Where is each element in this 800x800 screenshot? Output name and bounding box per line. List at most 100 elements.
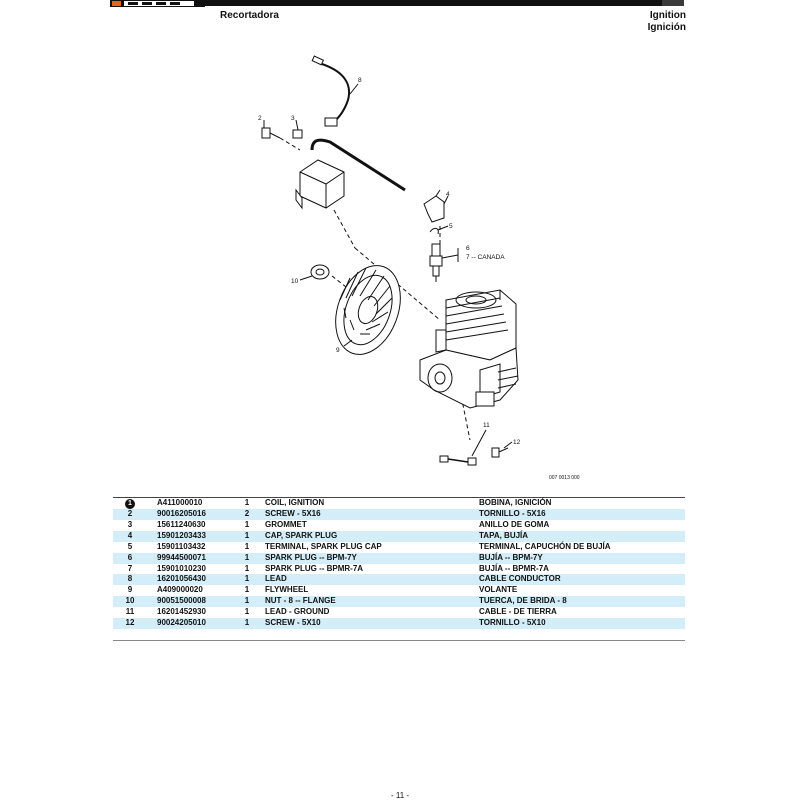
- part-key: 9: [127, 585, 133, 595]
- part-description-en: SPARK PLUG -- BPM-7Y: [257, 552, 479, 564]
- table-row: 7 15901010230 1 SPARK PLUG -- BPMR-7A BUJÍA …: [113, 564, 685, 575]
- table-bottom-rule: [113, 640, 685, 641]
- ignition-coil-icon: [295, 138, 406, 210]
- part-description-en: COIL, IGNITION: [265, 498, 325, 508]
- part-quantity: 1: [244, 519, 250, 529]
- part-description-es: BUJÍA -- BPM-7Y: [479, 552, 685, 564]
- part-quantity: 1: [237, 618, 257, 629]
- callout-5: 5: [449, 223, 453, 230]
- part-key: 10: [113, 596, 147, 608]
- part-quantity: 1: [244, 585, 250, 595]
- key-highlight-icon: 1: [125, 499, 135, 509]
- part-key: 1: [113, 498, 147, 509]
- ignition-exploded-diagram: 8 2 3 4 5 6 7 -- CANADA 10 9 11 12: [258, 55, 521, 466]
- part-quantity: 1: [244, 607, 250, 617]
- part-description-es: BOBINA, IGNICIÓN: [479, 498, 552, 508]
- part-number: 15611240630: [157, 519, 206, 529]
- section-title-en: Ignition: [649, 10, 686, 21]
- part-quantity: 1: [237, 596, 257, 608]
- part-description-en: NUT - 8 -- FLANGE: [257, 596, 479, 608]
- part-key: 3: [127, 519, 133, 529]
- part-number: 90024205010: [147, 618, 237, 629]
- part-description-es: CABLE CONDUCTOR: [479, 574, 685, 586]
- part-number: 99944500071: [147, 552, 237, 564]
- callout-3: 3: [291, 115, 295, 122]
- header-bar: [110, 0, 684, 6]
- part-description-en: LEAD: [257, 574, 479, 586]
- part-key: 8: [113, 574, 147, 586]
- spark-plug-icon: [429, 243, 443, 282]
- part-number: 90051500008: [147, 596, 237, 608]
- part-quantity: 1: [237, 552, 257, 564]
- ground-lead-icon: [439, 455, 477, 466]
- part-quantity: 1: [237, 574, 257, 586]
- part-quantity: 1: [244, 563, 250, 573]
- lead-wire-icon: [311, 55, 350, 127]
- part-description-es: TERMINAL, CAPUCHÓN DE BUJÍA: [479, 541, 611, 551]
- part-description-es: CABLE - DE TIERRA: [479, 607, 557, 617]
- part-quantity: 1: [244, 498, 250, 508]
- section-title-es: Ignición: [647, 22, 686, 33]
- part-description-es: TORNILLO - 5X10: [479, 618, 685, 629]
- part-number: 15901010230: [157, 563, 206, 573]
- product-title: Recortadora: [220, 10, 279, 21]
- callout-8: 8: [358, 77, 362, 84]
- callout-6: 6: [466, 245, 470, 252]
- spark-plug-cap-icon: [423, 189, 445, 223]
- table-row: 3 15611240630 1 GROMMET ANILLO DE GOMA: [113, 520, 685, 531]
- part-key: 7: [127, 563, 133, 573]
- page-number: - 11 -: [390, 791, 410, 800]
- screw-icon: [491, 447, 509, 458]
- part-quantity: 2: [237, 509, 257, 520]
- part-description-en: TERMINAL, SPARK PLUG CAP: [265, 541, 382, 551]
- part-key: 4: [113, 530, 147, 542]
- part-description-es: ANILLO DE GOMA: [479, 519, 550, 529]
- part-description-es: TUERCA, DE BRIDA - 8: [479, 596, 685, 608]
- callout-10: 10: [291, 278, 299, 285]
- callout-2: 2: [258, 115, 262, 122]
- part-key: 6: [113, 552, 147, 564]
- part-key: 12: [113, 618, 147, 629]
- part-description-es: TORNILLO - 5X16: [479, 509, 685, 520]
- part-number: 15901103432: [157, 541, 206, 551]
- callout-7: 7 -- CANADA: [466, 254, 505, 261]
- part-number: 16201056430: [147, 574, 237, 586]
- part-key: 5: [127, 541, 133, 551]
- part-key: 2: [113, 509, 147, 520]
- part-number: 15901203433: [147, 530, 237, 542]
- part-description-en: SCREW - 5X10: [257, 618, 479, 629]
- part-quantity: 1: [237, 530, 257, 542]
- callout-12: 12: [513, 439, 521, 446]
- flange-nut-icon: [310, 264, 330, 280]
- section-title: Ignition Ignición: [648, 10, 686, 34]
- table-row: 5 15901103432 1 TERMINAL, SPARK PLUG CAP TER…: [113, 542, 685, 553]
- part-description-es: BUJÍA -- BPMR-7A: [479, 563, 549, 573]
- part-number: A409000020: [157, 585, 203, 595]
- part-description-en: SPARK PLUG -- BPMR-7A: [265, 563, 364, 573]
- terminal-icon: [429, 227, 439, 235]
- screw-icon: [261, 127, 281, 139]
- table-top-rule: [113, 497, 685, 498]
- flywheel-icon: [335, 265, 401, 355]
- engine-block-icon: [419, 289, 519, 409]
- part-description-es: TAPA, BUJÍA: [479, 530, 685, 542]
- part-number: 90016205016: [147, 509, 237, 520]
- part-description-en: GROMMET: [265, 519, 307, 529]
- part-quantity: 1: [244, 541, 250, 551]
- grommet-icon: [292, 129, 303, 139]
- part-description-en: SCREW - 5X16: [257, 509, 479, 520]
- part-number: 16201452930: [157, 607, 206, 617]
- header-tab: [662, 0, 684, 6]
- part-description-es: VOLANTE: [479, 585, 518, 595]
- brand-logo-icon: [110, 0, 205, 7]
